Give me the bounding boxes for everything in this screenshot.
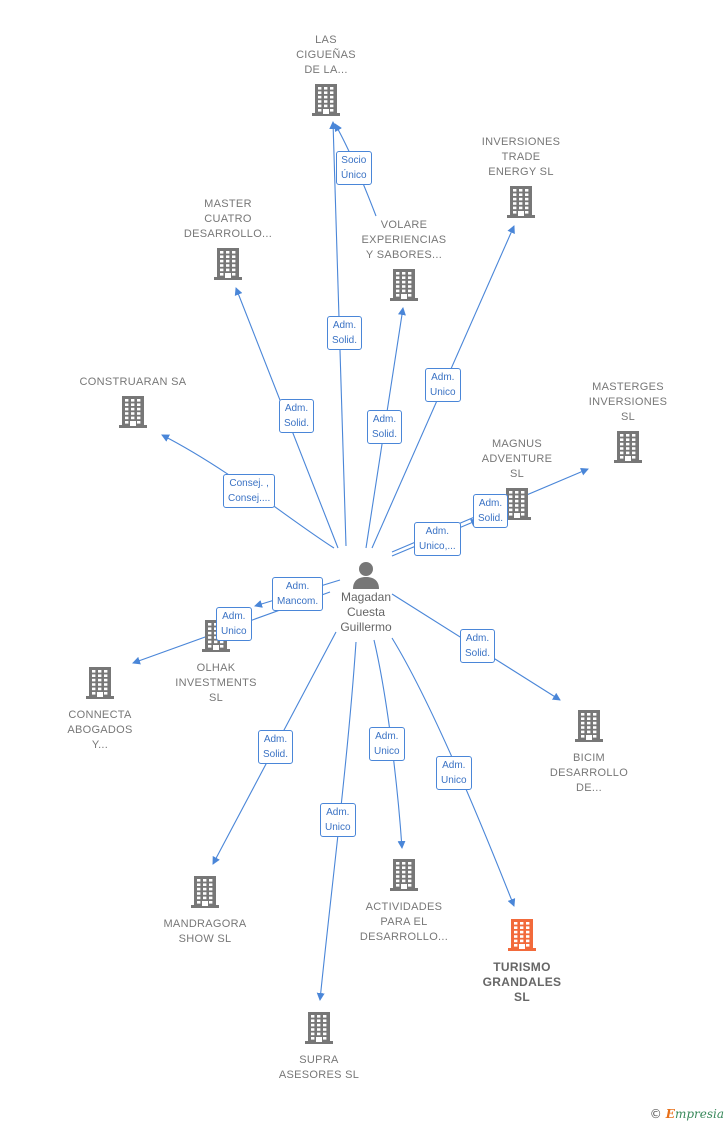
building-icon bbox=[568, 429, 688, 468]
building-icon bbox=[529, 708, 649, 747]
building-icon bbox=[457, 486, 577, 525]
company-label: LAS CIGUEÑAS DE LA... bbox=[296, 34, 356, 76]
company-node-mandragora[interactable]: MANDRAGORA SHOW SL bbox=[145, 874, 265, 947]
edge-label-9[interactable]: Adm. Unico bbox=[216, 607, 252, 641]
brand-name: mpresia bbox=[674, 1107, 724, 1121]
company-label: MASTER CUATRO DESARROLLO... bbox=[183, 198, 273, 240]
edge-label-5[interactable]: Consej. , Consej.... bbox=[223, 474, 276, 508]
company-label: SUPRA ASESORES SL bbox=[278, 1054, 360, 1081]
brand-watermark: ©Empresia bbox=[650, 1107, 724, 1121]
company-node-master_cuatro[interactable]: MASTER CUATRO DESARROLLO... bbox=[168, 197, 288, 285]
company-node-masterges[interactable]: MASTERGES INVERSIONES SL bbox=[568, 380, 688, 468]
company-label: BICIM DESARROLLO DE... bbox=[549, 752, 629, 794]
edge-label-14[interactable]: Adm. Unico bbox=[436, 756, 472, 790]
building-icon bbox=[462, 917, 582, 956]
building-icon bbox=[344, 267, 464, 306]
company-node-turismo[interactable]: TURISMO GRANDALES SL bbox=[462, 917, 582, 1005]
edge-label-0[interactable]: Socio Único bbox=[336, 151, 372, 185]
company-label: INVERSIONES TRADE ENERGY SL bbox=[481, 136, 561, 178]
building-icon bbox=[344, 857, 464, 896]
edge-label-2[interactable]: Adm. Solid. bbox=[279, 399, 315, 433]
company-label: MAGNUS ADVENTURE SL bbox=[481, 438, 553, 480]
edge-label-7[interactable]: Adm. Unico,... bbox=[414, 522, 461, 556]
copyright-symbol: © bbox=[649, 1107, 662, 1121]
company-label: MANDRAGORA SHOW SL bbox=[163, 918, 247, 945]
building-icon bbox=[145, 874, 265, 913]
company-node-actividades[interactable]: ACTIVIDADES PARA EL DESARROLLO... bbox=[344, 857, 464, 945]
company-node-volare[interactable]: VOLARE EXPERIENCIAS Y SABORES... bbox=[344, 218, 464, 306]
company-label: ACTIVIDADES PARA EL DESARROLLO... bbox=[359, 901, 449, 943]
company-node-ciguenas[interactable]: LAS CIGUEÑAS DE LA... bbox=[266, 33, 386, 121]
building-icon bbox=[461, 184, 581, 223]
person-node[interactable]: Magadan Cuesta Guillermo bbox=[316, 560, 416, 635]
building-icon bbox=[73, 394, 193, 433]
edge-label-3[interactable]: Adm. Solid. bbox=[367, 410, 403, 444]
company-node-bicim[interactable]: BICIM DESARROLLO DE... bbox=[529, 708, 649, 796]
company-label: MASTERGES INVERSIONES SL bbox=[588, 381, 668, 423]
building-icon bbox=[40, 665, 160, 704]
person-icon bbox=[353, 562, 379, 589]
company-node-construaran[interactable]: CONSTRUARAN SA bbox=[73, 375, 193, 433]
building-icon bbox=[259, 1010, 379, 1049]
edge-label-10[interactable]: Adm. Solid. bbox=[460, 629, 496, 663]
company-node-inversiones_trade[interactable]: INVERSIONES TRADE ENERGY SL bbox=[461, 135, 581, 223]
company-label: CONNECTA ABOGADOS Y... bbox=[67, 709, 133, 751]
company-node-magnus[interactable]: MAGNUS ADVENTURE SL bbox=[457, 437, 577, 525]
edge-label-11[interactable]: Adm. Solid. bbox=[258, 730, 294, 764]
company-label: CONSTRUARAN SA bbox=[79, 376, 187, 388]
building-icon bbox=[266, 82, 386, 121]
company-label: OLHAK INVESTMENTS SL bbox=[175, 662, 257, 704]
building-icon bbox=[168, 246, 288, 285]
company-node-supra[interactable]: SUPRA ASESORES SL bbox=[259, 1010, 379, 1083]
edge-label-12[interactable]: Adm. Unico bbox=[369, 727, 405, 761]
company-node-connecta[interactable]: CONNECTA ABOGADOS Y... bbox=[40, 665, 160, 753]
company-node-olhak[interactable]: OLHAK INVESTMENTS SL bbox=[156, 618, 276, 706]
company-label: TURISMO GRANDALES SL bbox=[482, 960, 562, 1004]
edge-label-4[interactable]: Adm. Unico bbox=[425, 368, 461, 402]
edge-label-6[interactable]: Adm. Solid. bbox=[473, 494, 509, 528]
edge-label-1[interactable]: Adm. Solid. bbox=[327, 316, 363, 350]
brand-initial: E bbox=[665, 1107, 675, 1121]
person-name: Magadan Cuesta Guillermo bbox=[340, 590, 392, 634]
edge-label-8[interactable]: Adm. Mancom. bbox=[272, 577, 324, 611]
company-label: VOLARE EXPERIENCIAS Y SABORES... bbox=[361, 219, 447, 261]
edge-label-13[interactable]: Adm. Unico bbox=[320, 803, 356, 837]
